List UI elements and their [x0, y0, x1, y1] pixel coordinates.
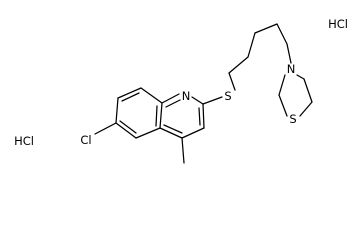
thioether-bond-chain: [228, 72, 236, 91]
atom-label-cl: Cl: [80, 133, 91, 147]
atom-label-s-thiazolidine: S: [289, 112, 296, 126]
chloro-bond: [94, 122, 117, 135]
thiazolidine-ring: [278, 74, 313, 117]
methyl-bond: [181, 137, 185, 164]
salt-label-bottom-left: HCl: [14, 134, 34, 148]
quinoline-pyridine-ring: [159, 93, 205, 139]
salt-label-top-right: HCl: [328, 17, 348, 31]
atom-label-n-ring: N: [182, 89, 191, 103]
chemical-structure: N S N S Cl HCl HCl: [14, 17, 348, 164]
pentyl-chain: [228, 23, 292, 74]
atom-label-s-thioether: S: [224, 89, 231, 103]
quinoline-benzo-ring: [115, 87, 163, 139]
thioether-bond-ring: [202, 96, 223, 105]
atom-label-n-thiazolidine: N: [287, 62, 296, 76]
